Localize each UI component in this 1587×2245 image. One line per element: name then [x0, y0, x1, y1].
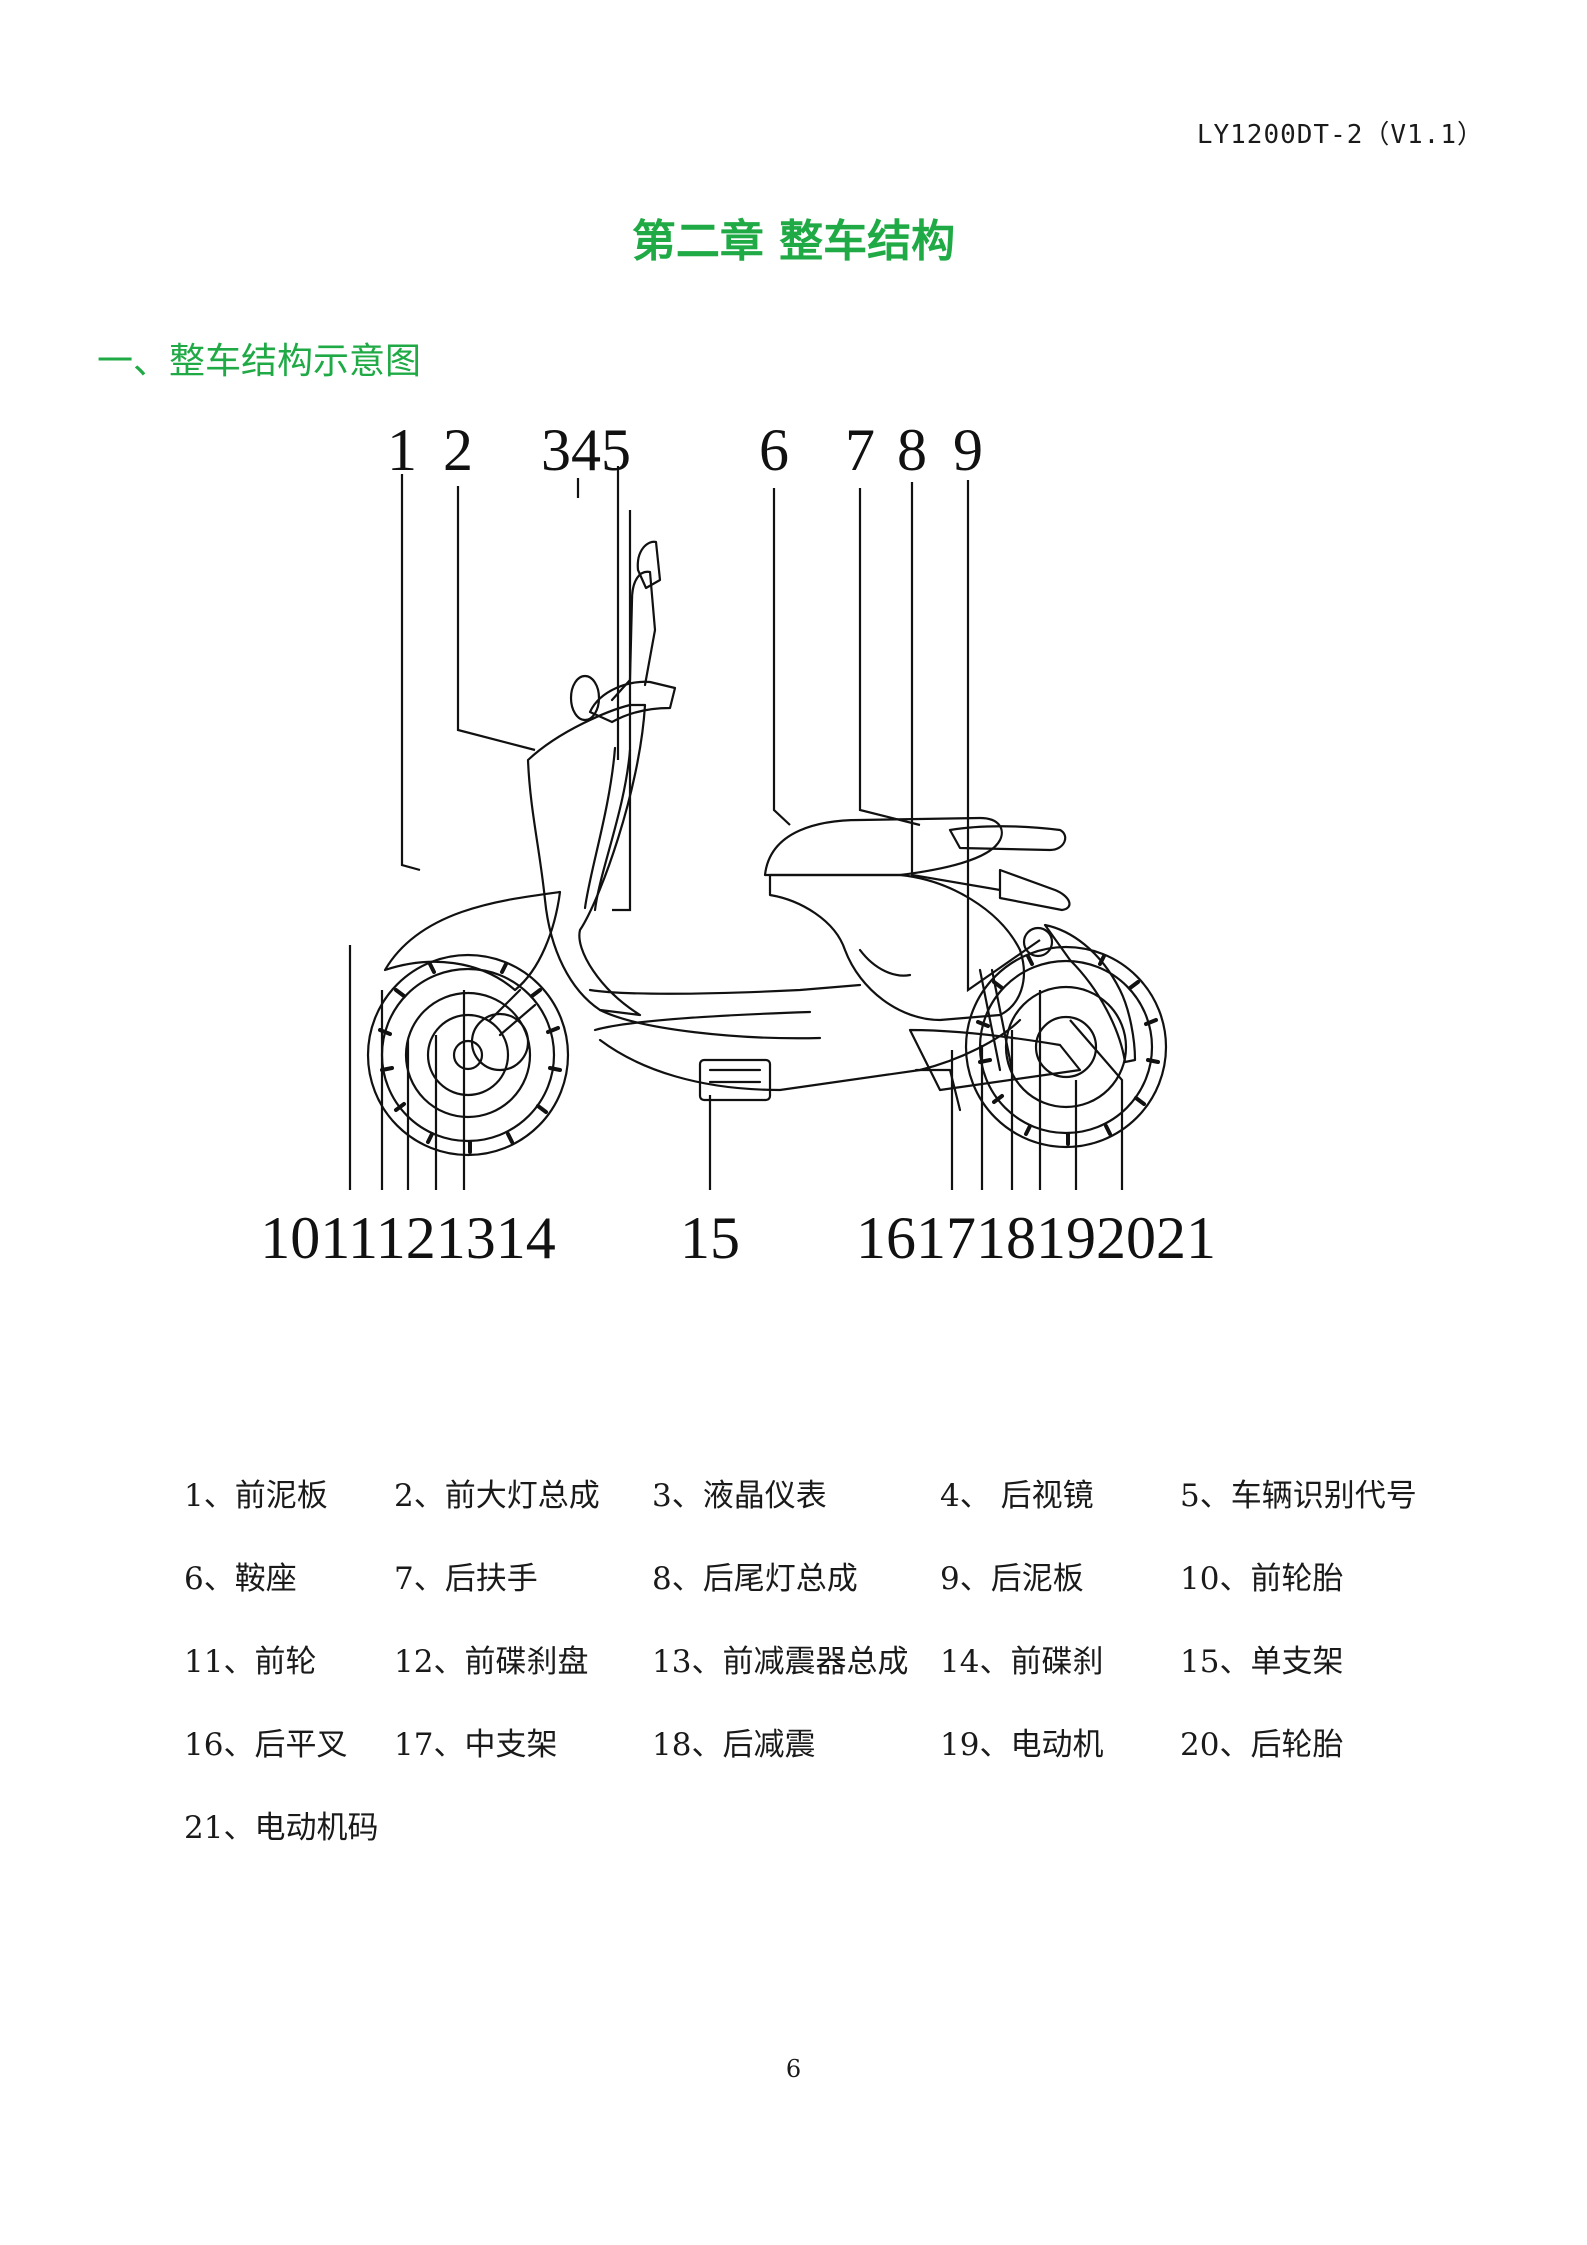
- legend-item: 3、液晶仪表: [652, 1478, 827, 1514]
- top-label: 7: [845, 417, 875, 483]
- top-label: 8: [897, 417, 927, 483]
- section-title: 一、整车结构示意图: [97, 341, 422, 382]
- legend-item: 18、后减震: [652, 1727, 816, 1763]
- document-code: LY1200DT-2（V1.1）: [1196, 120, 1484, 150]
- top-label: 6: [759, 417, 789, 483]
- legend-item: 4、 后视镜: [940, 1478, 1094, 1514]
- legend-item: 16、后平叉: [184, 1727, 348, 1763]
- battery-box: [698, 1058, 772, 1102]
- seat: [763, 816, 1003, 877]
- rear-body: [768, 873, 1025, 1022]
- legend-row: 1、前泥板 2、前大灯总成 3、液晶仪表 4、 后视镜 5、车辆识别代号: [184, 1470, 1484, 1553]
- legend-item: 12、前碟刹盘: [394, 1644, 589, 1680]
- legend-item: 2、前大灯总成: [394, 1478, 600, 1514]
- parts-legend: 1、前泥板 2、前大灯总成 3、液晶仪表 4、 后视镜 5、车辆识别代号 6、鞍…: [184, 1470, 1484, 1885]
- legend-item: 13、前减震器总成: [652, 1644, 909, 1680]
- legend-item: 15、单支架: [1180, 1644, 1344, 1680]
- legend-item: 21、电动机码: [184, 1810, 379, 1846]
- legend-item: 1、前泥板: [184, 1478, 328, 1514]
- bottom-label: 161718192021: [856, 1205, 1216, 1271]
- mirror: [636, 540, 662, 590]
- rear-handle: [948, 825, 1067, 852]
- front-fender: [383, 890, 562, 992]
- front-body: [526, 703, 647, 1017]
- legend-item: 14、前碟刹: [940, 1644, 1104, 1680]
- legend-item: 17、中支架: [394, 1727, 558, 1763]
- rear-wheel: [964, 945, 1168, 1149]
- chapter-title: 第二章 整车结构: [631, 216, 956, 267]
- front-wheel: [366, 953, 570, 1157]
- legend-row: 16、后平叉 17、中支架 18、后减震 19、电动机 20、后轮胎: [184, 1719, 1484, 1802]
- rear-swingarm: [908, 1028, 1082, 1092]
- legend-item: 5、车辆识别代号: [1180, 1478, 1417, 1514]
- legend-row: 11、前轮 12、前碟刹盘 13、前减震器总成 14、前碟刹 15、单支架: [184, 1636, 1484, 1719]
- footboard: [588, 983, 862, 995]
- scooter-structure-diagram: 1 2 345 6 7 8 9 1011121314 15 1617181920…: [260, 417, 1216, 1271]
- legend-item: 9、后泥板: [940, 1561, 1084, 1597]
- tail-light: [998, 868, 1071, 912]
- legend-row: 6、鞍座 7、后扶手 8、后尾灯总成 9、后泥板 10、前轮胎: [184, 1553, 1484, 1636]
- legend-item: 10、前轮胎: [1180, 1561, 1344, 1597]
- legend-item: 11、前轮: [184, 1644, 317, 1680]
- bottom-label: 1011121314: [260, 1205, 556, 1271]
- legend-item: 6、鞍座: [184, 1561, 297, 1597]
- legend-item: 20、后轮胎: [1180, 1727, 1344, 1763]
- legend-item: 8、后尾灯总成: [652, 1561, 858, 1597]
- top-label: 345: [541, 417, 631, 483]
- top-label: 1: [387, 417, 417, 483]
- page-number: 6: [785, 2055, 802, 2083]
- bottom-label: 15: [680, 1205, 740, 1271]
- legend-item: 19、电动机: [940, 1727, 1104, 1763]
- handlebar: [588, 680, 677, 724]
- rear-mudguard: [1043, 923, 1137, 1064]
- legend-row: 21、电动机码: [184, 1802, 1484, 1885]
- rear-shock: [978, 968, 1014, 1072]
- top-label: 9: [953, 417, 983, 483]
- top-label: 2: [443, 417, 473, 483]
- legend-item: 7、后扶手: [394, 1561, 538, 1597]
